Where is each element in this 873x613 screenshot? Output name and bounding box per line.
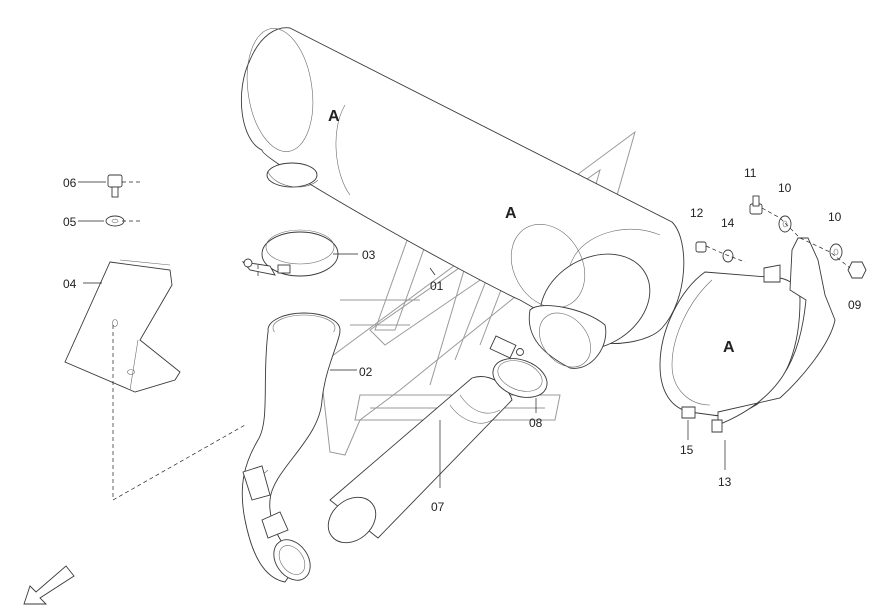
label-part-11: 11	[744, 166, 757, 180]
label-part-06: 06	[63, 176, 77, 190]
view-marker-a-muffler-top: A	[328, 108, 340, 125]
label-part-12: 12	[690, 206, 704, 220]
label-part-03: 03	[362, 248, 376, 262]
washer-part-14	[722, 249, 734, 263]
projection-lines	[112, 181, 851, 501]
muffler-part-01	[240, 27, 685, 369]
label-part-14: 14	[721, 216, 735, 230]
label-part-07: 07	[431, 500, 445, 514]
label-part-10a: 10	[778, 181, 792, 195]
bolt-part-11	[749, 195, 763, 215]
view-marker-a-muffler-side: A	[505, 205, 517, 222]
leader-lines	[78, 181, 726, 488]
bolt-part-12	[695, 241, 707, 253]
label-part-08: 08	[529, 416, 543, 430]
clamp-part-03	[241, 229, 339, 277]
label-part-05: 05	[63, 215, 77, 229]
heat-shield-part-04	[64, 259, 181, 393]
label-part-09: 09	[848, 298, 862, 312]
label-part-01: 01	[430, 279, 444, 293]
direction-arrow-icon	[23, 565, 75, 605]
label-part-15: 15	[680, 443, 694, 457]
clamp-part-08	[489, 335, 548, 398]
washer-part-05	[105, 215, 125, 227]
view-marker-a-band: A	[723, 339, 735, 356]
bolt-part-06	[107, 174, 123, 198]
mounting-band-part-13	[659, 237, 836, 433]
label-part-13: 13	[718, 475, 732, 489]
nut-part-09	[847, 261, 867, 279]
label-part-10b: 10	[828, 210, 842, 224]
tailpipe-part-07	[327, 376, 513, 544]
label-part-04: 04	[63, 277, 77, 291]
label-part-02: 02	[359, 365, 373, 379]
pipe-part-02	[241, 312, 341, 583]
washer-part-10b	[829, 243, 843, 261]
